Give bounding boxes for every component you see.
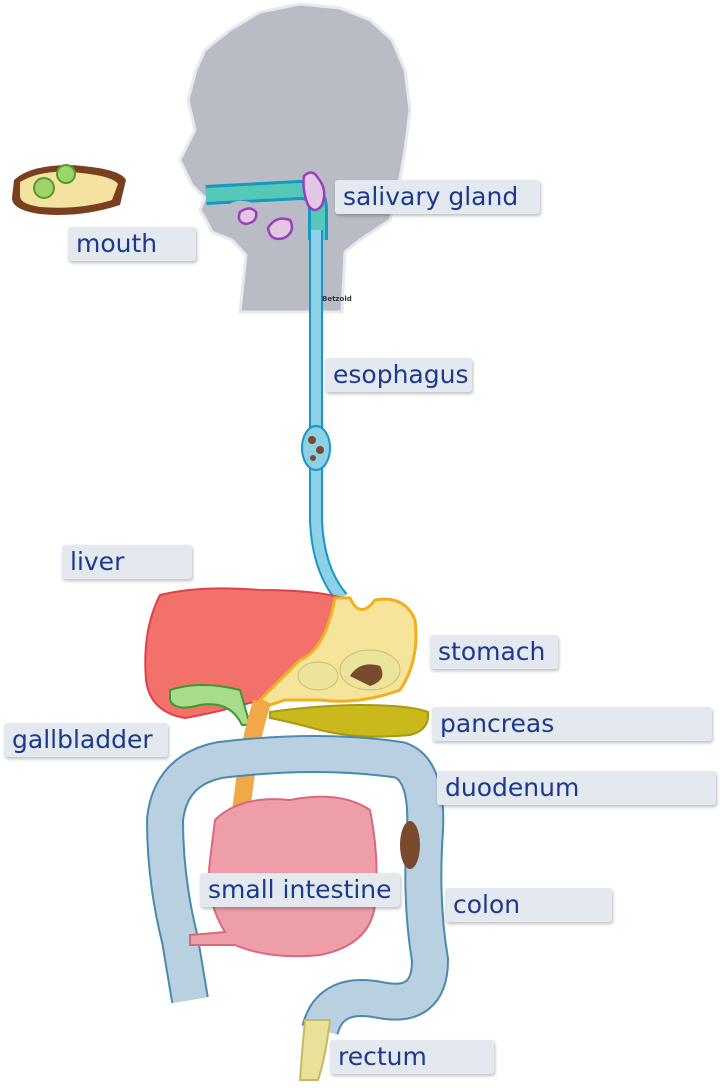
salivary-gland-shape xyxy=(302,171,326,212)
label-small-intestine: small intestine xyxy=(200,873,400,907)
label-gallbladder: gallbladder xyxy=(4,723,168,757)
bread-slice-icon xyxy=(12,164,126,215)
label-colon: colon xyxy=(445,888,612,922)
label-salivary-gland: salivary gland xyxy=(335,180,540,214)
food-bolus xyxy=(301,425,331,471)
label-stomach: stomach xyxy=(430,635,558,669)
label-rectum: rectum xyxy=(330,1040,494,1074)
label-esophagus: esophagus xyxy=(325,358,472,392)
label-mouth: mouth xyxy=(68,227,196,261)
label-duodenum: duodenum xyxy=(437,771,716,805)
label-pancreas: pancreas xyxy=(432,707,712,741)
brand-logo: Betzold xyxy=(322,295,352,303)
head-silhouette xyxy=(178,2,412,314)
label-liver: liver xyxy=(62,545,192,579)
rectum-shape xyxy=(298,1019,332,1081)
pancreas-shape xyxy=(269,703,430,738)
